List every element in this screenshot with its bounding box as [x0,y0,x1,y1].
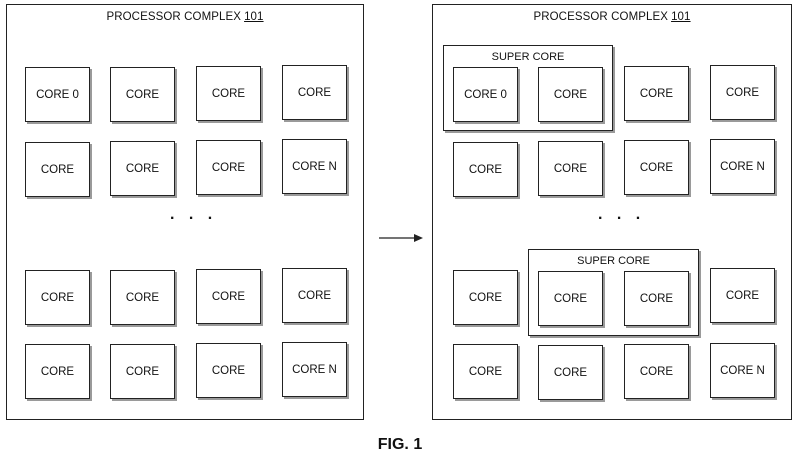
core-n: CORE N [710,139,775,194]
core: CORE [453,142,518,197]
core: CORE [110,344,175,399]
super-core-label: SUPER CORE [529,255,698,267]
super-core-label: SUPER CORE [444,51,612,63]
core: CORE [624,66,689,121]
core: CORE [196,269,261,324]
core: CORE [282,65,347,120]
core: CORE [453,270,518,325]
core: CORE [538,141,603,196]
complex-title-text: PROCESSOR COMPLEX [533,11,668,23]
core-n: CORE N [282,139,347,194]
complex-title-text: PROCESSOR COMPLEX [106,11,241,23]
ellipsis: . . . [598,206,645,224]
processor-complex-title: PROCESSOR COMPLEX101 [433,11,791,23]
core: CORE [538,345,603,400]
ellipsis: . . . [170,206,217,224]
core: CORE [624,140,689,195]
core: CORE [196,140,261,195]
core: CORE [453,344,518,399]
core: CORE [538,67,603,122]
core-n: CORE N [282,342,347,397]
core-n: CORE N [710,343,775,398]
transition-arrow [378,232,424,244]
core: CORE [110,67,175,122]
core: CORE [538,271,603,326]
core: CORE [25,142,90,197]
complex-ref-number: 101 [671,11,691,23]
core: CORE [25,344,90,399]
core: CORE [282,268,347,323]
core-0: CORE 0 [453,67,518,122]
core: CORE [196,66,261,121]
core: CORE [196,343,261,398]
core: CORE [25,270,90,325]
core: CORE [624,271,689,326]
core: CORE [710,268,775,323]
complex-ref-number: 101 [244,11,264,23]
core: CORE [110,270,175,325]
figure-label: FIG. 1 [0,436,800,454]
processor-complex-title: PROCESSOR COMPLEX101 [7,11,363,23]
core: CORE [110,141,175,196]
core-0: CORE 0 [25,67,90,122]
core: CORE [624,344,689,399]
core: CORE [710,65,775,120]
